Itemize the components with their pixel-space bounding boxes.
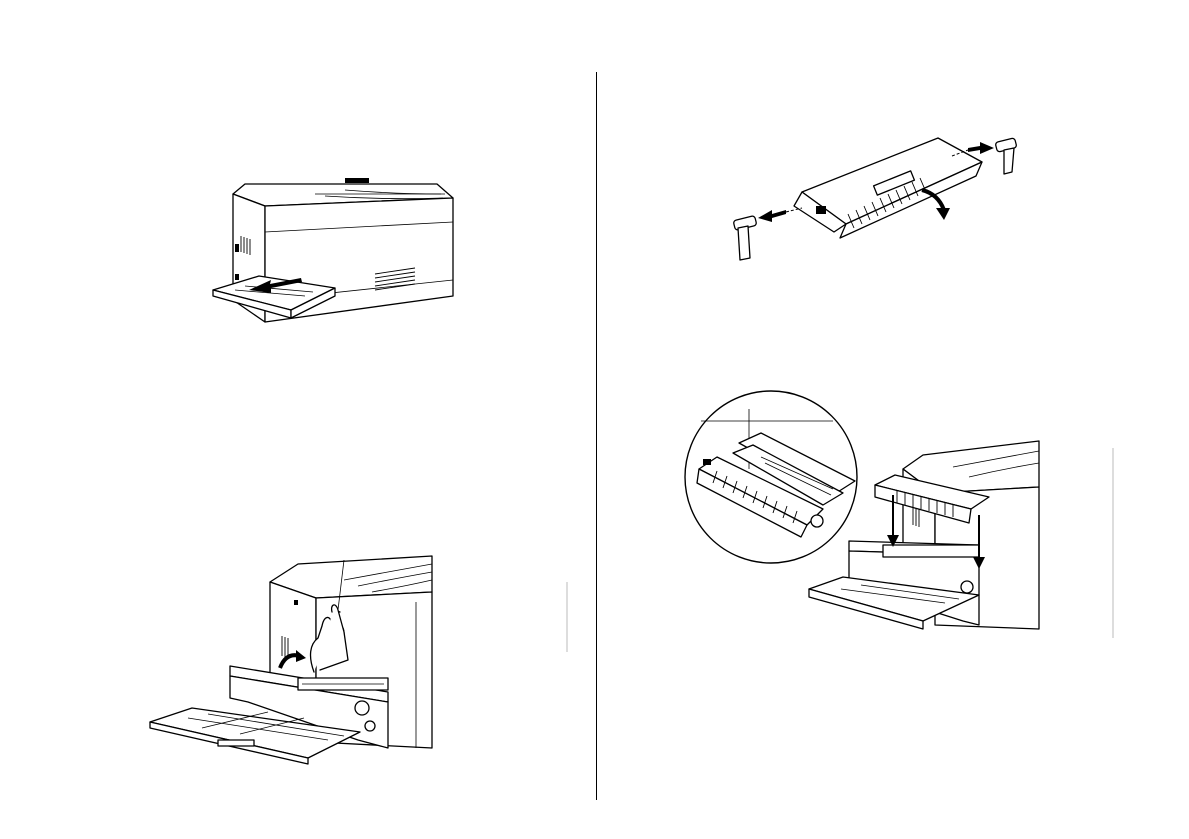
scan-mark [566, 582, 570, 652]
column-divider [596, 72, 597, 800]
printer-lift-cover-icon [148, 552, 438, 762]
scan-mark [1112, 448, 1116, 638]
printer-tray-open-icon [205, 172, 465, 332]
cartridge-remove-caps-icon [724, 132, 1034, 262]
cartridge-insert-icon [683, 385, 1043, 635]
